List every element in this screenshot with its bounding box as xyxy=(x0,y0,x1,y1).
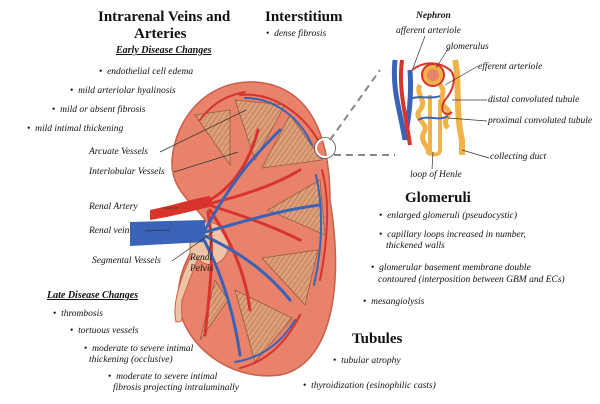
interstitium-item-1: dense fibrosis xyxy=(266,29,326,40)
nephron-label-glomerulus: glomerulus xyxy=(446,42,489,52)
zoom-circle xyxy=(315,138,335,158)
nephron-label-distal: distal convoluted tubule xyxy=(488,95,580,105)
late-item-1: thrombosis xyxy=(53,309,103,320)
glomeruli-item-4: mesangiolysis xyxy=(363,297,424,308)
label-renal-artery: Renal Artery xyxy=(89,202,138,212)
tubules-item-1: tubular atrophy xyxy=(333,356,401,367)
late-item-3-cont: thickening (occlusive) xyxy=(89,355,173,365)
glomeruli-item-3: glomerular basement membrane double xyxy=(371,263,531,274)
nephron-title: Nephron xyxy=(416,11,451,21)
vessels xyxy=(199,91,329,369)
label-arcuate-vessels: Arcuate Vessels xyxy=(89,147,149,157)
label-renal: Renal xyxy=(190,253,213,263)
nephron-label-afferent: afferent arteriole xyxy=(396,26,461,36)
renal-vein xyxy=(130,220,205,246)
glomeruli-item-3-cont: contoured (interposition between GBM and… xyxy=(378,275,565,285)
nephron-label-efferent: efferent arteriole xyxy=(478,62,543,72)
interstitium-title: Interstitium xyxy=(265,9,343,25)
nephron-label-henle: loop of Henle xyxy=(410,170,462,180)
late-item-3: moderate to severe intimal xyxy=(84,344,193,355)
label-pelvis: Pelvis xyxy=(190,264,214,274)
renal-artery xyxy=(150,196,214,220)
glomeruli-item-1: enlarged glomeruli (pseudocystic) xyxy=(379,211,517,222)
glomeruli-item-2: capillary loops increased in number, xyxy=(379,230,526,241)
arteries-title-line1: Intrarenal Veins and xyxy=(98,9,231,25)
nephron-label-collecting: collecting duct xyxy=(490,152,547,162)
nephron-illustration xyxy=(391,59,465,157)
early-item-1: endothelial cell edema xyxy=(99,67,193,78)
arteries-title-line2: Arteries xyxy=(134,26,187,42)
early-item-3: mild or absent fibrosis xyxy=(52,105,145,116)
label-interlobular-vessels: Interlobular Vessels xyxy=(89,167,165,177)
glomeruli-title: Glomeruli xyxy=(405,190,471,206)
label-renal-vein: Renal vein xyxy=(89,226,130,236)
early-item-4: mild intimal thickening xyxy=(27,124,123,135)
late-changes-header: Late Disease Changes xyxy=(47,290,139,301)
tubules-title: Tubules xyxy=(352,331,403,347)
late-item-4: moderate to severe intimal xyxy=(108,372,217,383)
late-item-2: tortuous vessels xyxy=(70,326,138,337)
late-item-4-cont: fibrosis projecting intraluminally xyxy=(113,383,239,393)
glomeruli-item-2-cont: thickened walls xyxy=(386,241,445,251)
pointer-lines xyxy=(144,35,490,262)
tubules-item-2: thyroidization (esinophilic casts) xyxy=(303,381,436,392)
early-changes-header: Early Disease Changes xyxy=(116,45,212,56)
label-segmental-vessels: Segmental Vessels xyxy=(92,256,161,266)
early-item-2: mild arteriolar hyalinosis xyxy=(70,86,176,97)
nephron-label-proximal: proximal convoluted tubule xyxy=(488,116,593,126)
